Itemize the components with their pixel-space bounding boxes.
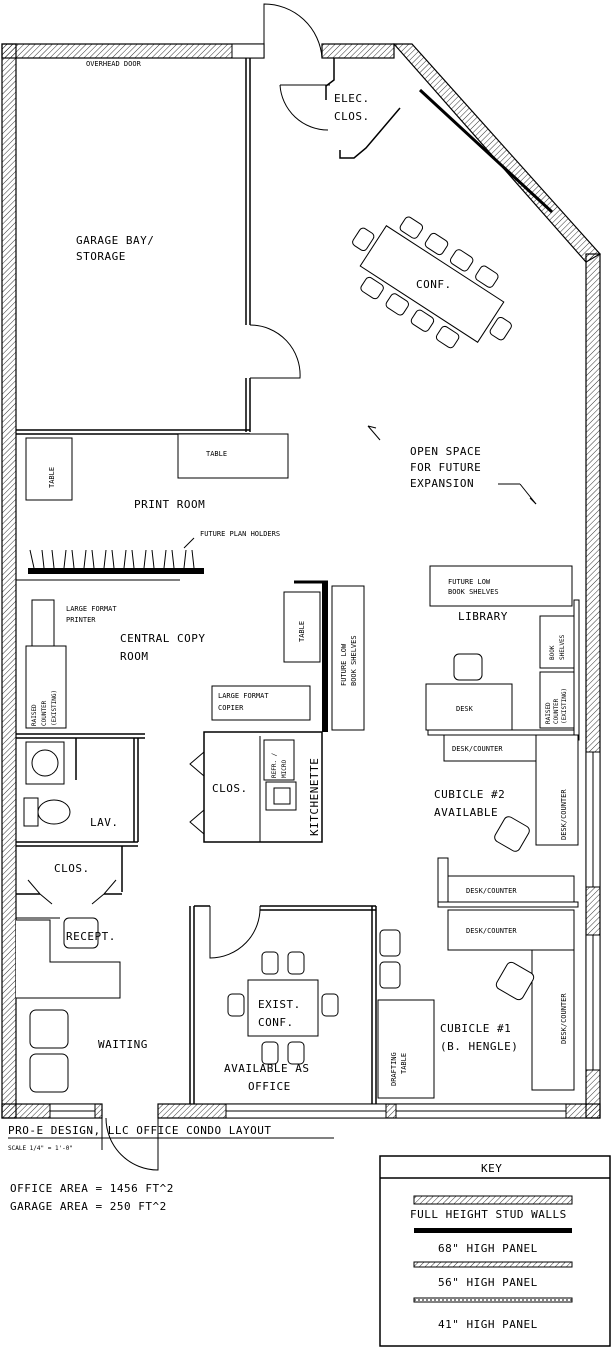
open-space-label-2: FOR FUTURE	[410, 461, 481, 474]
conf-label: CONF.	[416, 278, 452, 291]
interior-walls	[16, 58, 580, 1104]
cubicle1-label-1: CUBICLE #1	[440, 1022, 511, 1035]
library-shelves-label-1: FUTURE LOW	[448, 578, 491, 586]
desk-label: DESK	[456, 705, 474, 713]
desk-counter-label-5: DESK/COUNTER	[560, 993, 568, 1044]
legend-item-41-panel: 41" HIGH PANEL	[438, 1318, 538, 1331]
legend-item-stud-walls: FULL HEIGHT STUD WALLS	[410, 1208, 567, 1221]
refr-label-1: REFR. /	[271, 752, 278, 778]
print-table-label-2: TABLE	[206, 450, 227, 458]
printer-label-2: PRINTER	[66, 616, 96, 624]
room-labels: OVERHEAD DOOR GARAGE BAY/ STORAGE ELEC. …	[31, 60, 568, 1093]
drafting-label-1: DRAFTING	[390, 1052, 398, 1086]
cubicle2-label-1: CUBICLE #2	[434, 788, 505, 801]
copy-room-label-2: ROOM	[120, 650, 149, 663]
print-room-label: PRINT ROOM	[134, 498, 205, 511]
raised-counter-right-1: RAISED	[545, 702, 552, 724]
garage-label-1: GARAGE BAY/	[76, 234, 154, 247]
copy-table-label: TABLE	[298, 621, 306, 642]
kitchen-clos-label: CLOS.	[212, 782, 248, 795]
elec-label-1: ELEC.	[334, 92, 370, 105]
legend-item-56-panel: 56" HIGH PANEL	[438, 1276, 538, 1289]
available-office-label-1: AVAILABLE AS	[224, 1062, 309, 1075]
legend: KEY FULL HEIGHT STUD WALLS 68" HIGH PANE…	[379, 1155, 611, 1347]
office-area: OFFICE AREA = 1456 FT^2	[10, 1182, 174, 1195]
copier-label-1: LARGE FORMAT	[218, 692, 269, 700]
drawing-title: PRO-E DESIGN, LLC OFFICE CONDO LAYOUT	[8, 1124, 272, 1137]
waiting-label: WAITING	[98, 1038, 148, 1051]
raised-counter-right-2: COUNTER	[553, 698, 560, 724]
title-block: PRO-E DESIGN, LLC OFFICE CONDO LAYOUT SC…	[8, 1124, 334, 1213]
overhead-door-label: OVERHEAD DOOR	[86, 60, 142, 68]
cubicle1-label-2: (B. HENGLE)	[440, 1040, 518, 1053]
cubicle2-label-2: AVAILABLE	[434, 806, 498, 819]
elec-label-2: CLOS.	[334, 110, 370, 123]
available-office-label-2: OFFICE	[248, 1080, 291, 1093]
desk-counter-label-1: DESK/COUNTER	[452, 745, 503, 753]
library-shelves-label-2: BOOK SHELVES	[448, 588, 499, 596]
furniture	[16, 216, 579, 1099]
legend-item-68-panel: 68" HIGH PANEL	[438, 1242, 538, 1255]
raised-counter-right-3: (EXISTING)	[561, 688, 568, 724]
drafting-label-2: TABLE	[400, 1053, 408, 1074]
raised-counter-label-3: (EXISTING)	[51, 690, 58, 726]
closet-label: CLOS.	[54, 862, 90, 875]
print-table-label-1: TABLE	[48, 467, 56, 488]
refr-label-2: MICRO	[281, 760, 288, 778]
desk-counter-label-3: DESK/COUNTER	[466, 887, 517, 895]
entry-doors	[101, 3, 323, 1171]
raised-counter-label-1: RAISED	[31, 704, 38, 726]
copier-label-2: COPIER	[218, 704, 244, 712]
garage-area: GARAGE AREA = 250 FT^2	[10, 1200, 167, 1213]
open-space-label-1: OPEN SPACE	[410, 445, 481, 458]
lav-label: LAV.	[90, 816, 119, 829]
drawing-scale: SCALE 1/4" = 1'-0"	[8, 1145, 73, 1152]
printer-label-1: LARGE FORMAT	[66, 605, 117, 613]
shelves-label-1: FUTURE LOW	[340, 643, 348, 686]
desk-counter-label-2: DESK/COUNTER	[560, 789, 568, 840]
windows	[49, 43, 601, 1119]
plan-holders-label: FUTURE PLAN HOLDERS	[200, 530, 280, 538]
desk-counter-label-4: DESK/COUNTER	[466, 927, 517, 935]
book-shelves-label-1: BOOK	[549, 645, 556, 660]
legend-title: KEY	[481, 1162, 502, 1175]
open-space-label-3: EXPANSION	[410, 477, 474, 490]
recept-label: RECEPT.	[66, 930, 116, 943]
kitchenette-label: KITCHENETTE	[308, 758, 321, 836]
garage-label-2: STORAGE	[76, 250, 126, 263]
exist-conf-label-2: CONF.	[258, 1016, 294, 1029]
library-label: LIBRARY	[458, 610, 508, 623]
book-shelves-label-2: SHELVES	[559, 634, 566, 660]
exist-conf-label-1: EXIST.	[258, 998, 301, 1011]
shelves-label-2: BOOK SHELVES	[350, 635, 358, 686]
raised-counter-label-2: COUNTER	[41, 700, 48, 726]
copy-room-label-1: CENTRAL COPY	[120, 632, 205, 645]
